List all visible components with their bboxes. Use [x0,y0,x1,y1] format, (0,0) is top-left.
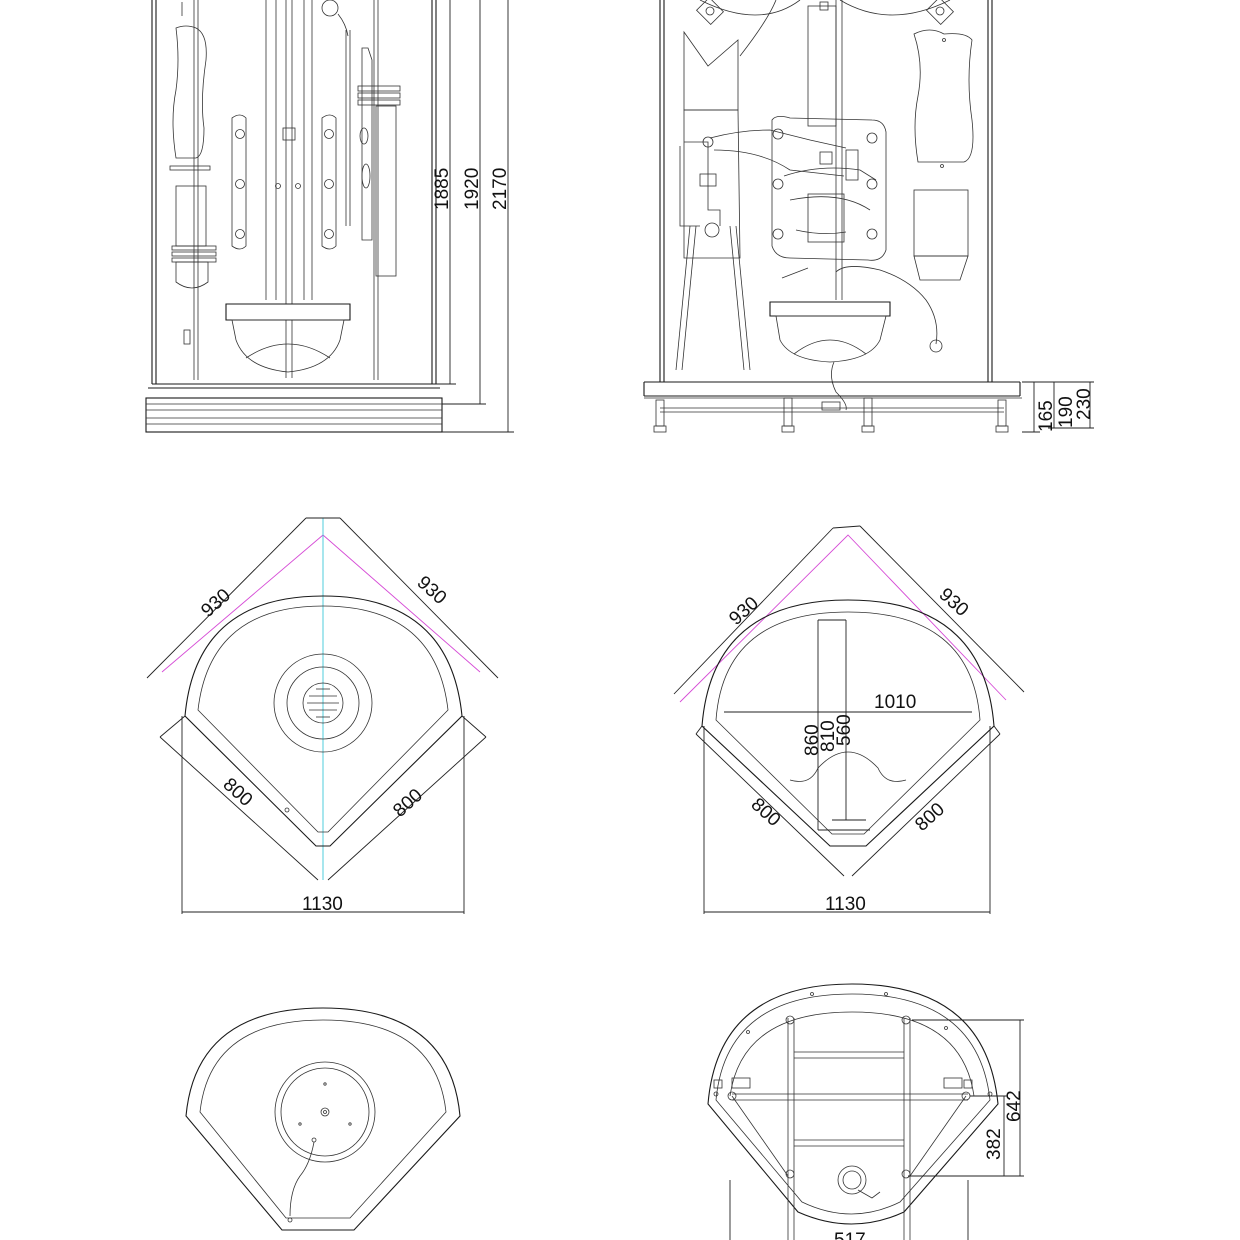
drain-grate [307,688,339,718]
depth-860-label: 860 [802,724,823,756]
front-elevation-view: 1885 1920 2170 [145,0,514,433]
inner-800-left-label-2: 800 [747,794,785,831]
base-height-190-label: 190 [1056,396,1077,428]
side-930-left-label: 930 [197,585,235,622]
side-930-left-label-2: 930 [725,593,763,630]
frame-517-label: 517 [834,1230,866,1240]
height-2170-label: 2170 [490,168,511,210]
side-930-right-label: 930 [413,572,451,609]
inner-800-left-label: 800 [219,774,257,811]
tray-top-view [185,1007,461,1231]
width-1130-right-label: 1130 [825,894,866,915]
top-plan-view-left: 930 930 800 800 1130 [146,517,499,915]
base-height-165-label: 165 [1036,400,1057,432]
inner-width-1010-label: 1010 [874,692,916,713]
rear-elevation-view: 165 190 230 [643,0,1095,433]
depth-560-label: 560 [834,714,855,746]
top-plan-view-right: 930 930 1010 860 810 560 800 800 1130 [673,525,1025,915]
base-frame-bottom-view: 642 382 517 [707,983,1025,1240]
side-930-right-label-2: 930 [935,584,973,621]
base-height-230-label: 230 [1074,388,1095,420]
inner-800-right-label: 800 [389,785,427,822]
frame-382-label: 382 [984,1128,1005,1160]
width-1130-left-label: 1130 [302,894,343,915]
frame-642-label: 642 [1004,1090,1025,1122]
base-feet [653,397,1009,433]
inner-800-right-label-2: 800 [911,799,949,836]
height-1885-label: 1885 [432,168,453,210]
height-1920-label: 1920 [462,168,483,210]
depth-810-label: 810 [818,720,839,752]
